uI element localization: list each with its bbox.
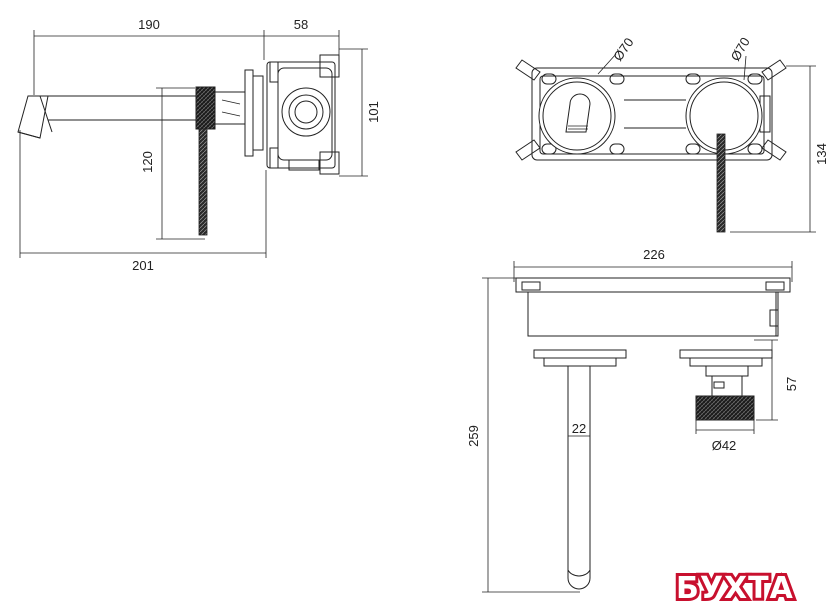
top-spout — [533, 349, 627, 590]
top-view: 226 — [466, 247, 799, 593]
top-handle — [679, 349, 773, 421]
dim-side-height: 120 — [140, 87, 205, 240]
side-lever-rod — [198, 128, 208, 236]
side-knurled-handle — [195, 86, 216, 130]
logo-text: БУХТА — [676, 571, 794, 606]
dim-front-height: 134 — [730, 65, 829, 233]
dim-201-label: 201 — [132, 258, 154, 273]
top-wall-plate — [515, 277, 791, 337]
dim-side-body-height: 101 — [339, 48, 381, 177]
dim-101-label: 101 — [366, 101, 381, 123]
front-plate — [531, 67, 773, 161]
side-mounting-body — [266, 54, 340, 175]
front-view: Ø70 Ø70 134 — [515, 35, 829, 233]
dim-190-label: 190 — [138, 17, 160, 32]
side-flange — [244, 69, 254, 157]
side-spout — [17, 95, 197, 139]
front-brackets — [515, 59, 787, 161]
dim-d70-right-label: Ø70 — [728, 35, 753, 64]
dim-d42-label: Ø42 — [712, 438, 737, 453]
dim-57-label: 57 — [784, 377, 799, 391]
dim-top-depth: 259 — [466, 277, 580, 593]
dim-side-body-width: 58 — [264, 17, 340, 55]
dim-226-label: 226 — [643, 247, 665, 262]
dim-d70-left-label: Ø70 — [610, 35, 636, 64]
front-lever-rod — [716, 133, 726, 233]
front-left-flange — [538, 77, 616, 155]
dim-259-label: 259 — [466, 425, 481, 447]
dim-handle-height: 57 — [754, 339, 799, 421]
brand-logo: БУХТА — [673, 568, 796, 609]
dim-120-label: 120 — [140, 151, 155, 173]
side-connector — [214, 91, 246, 125]
dim-58-label: 58 — [294, 17, 308, 32]
front-right-flange — [685, 77, 763, 233]
dim-spout-diameter: 22 — [567, 421, 591, 442]
dim-side-width: 190 — [33, 17, 265, 95]
dim-side-total-width: 201 — [19, 130, 267, 273]
side-view: 190 58 101 120 201 — [17, 17, 381, 273]
dim-handle-diameter: Ø42 — [695, 420, 755, 453]
dim-top-width: 226 — [513, 247, 793, 282]
dim-22-label: 22 — [572, 421, 586, 436]
top-knurled-handle — [695, 395, 755, 421]
dim-134-label: 134 — [814, 143, 829, 165]
